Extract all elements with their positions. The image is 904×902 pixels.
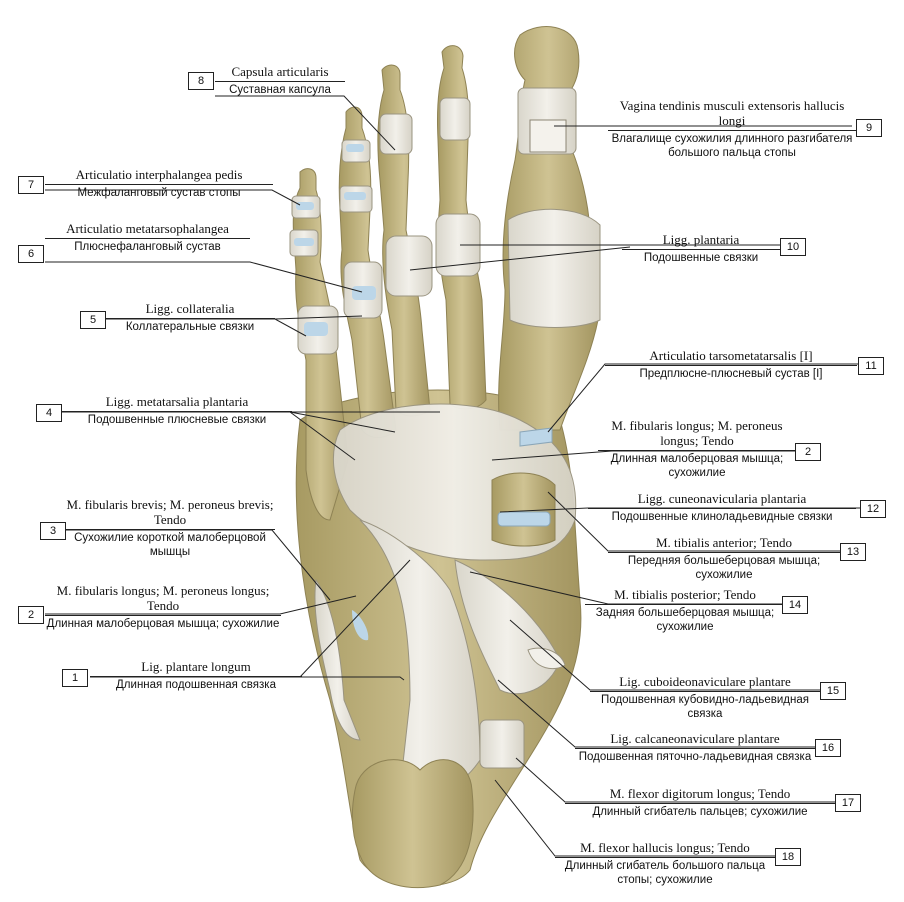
label-calcaneonaviculare: Lig. calcaneonaviculare plantare Подошве… xyxy=(575,731,815,764)
label-metatarsophalangea: Articulatio metatarsophalangea Плюснефал… xyxy=(45,221,250,254)
label-ligg-metatarsalia: Ligg. metatarsalia plantaria Подошвенные… xyxy=(62,394,292,427)
label-cuneonavicularia: Ligg. cuneonavicularia plantaria Подошве… xyxy=(588,491,856,524)
label-latin: Lig. cuboideonaviculare plantare xyxy=(619,674,791,689)
label-latin: Lig. plantare longum xyxy=(141,659,251,674)
label-ligg-collateralia: Ligg. collateralia Коллатеральные связки xyxy=(105,301,275,334)
label-fibularis-brevis: M. fibularis brevis; M. peroneus brevis;… xyxy=(65,497,275,559)
label-number-2: 2 xyxy=(795,443,821,461)
label-russian: Передняя большеберцовая мышца; сухожилие xyxy=(627,555,821,581)
label-number-4: 4 xyxy=(36,404,62,422)
label-russian: Длинный сгибатель пальцев; сухожилие xyxy=(592,806,808,818)
label-russian: Подошвенная пяточно-ладьевидная связка xyxy=(578,751,812,763)
toe-2 xyxy=(435,45,487,410)
label-latin: Ligg. plantaria xyxy=(662,232,740,247)
label-russian: Сухожилие короткой малоберцовой мышцы xyxy=(74,532,266,558)
label-latin: Lig. calcaneonaviculare plantare xyxy=(610,731,780,746)
label-capsula-articularis: Capsula articularis Суставная капсула xyxy=(215,64,345,97)
leader-lines xyxy=(45,95,860,857)
label-latin: M. flexor digitorum longus; Tendo xyxy=(609,786,791,801)
label-russian: Длинный сгибатель большого пальца стопы;… xyxy=(564,860,766,886)
label-russian: Задняя большеберцовая мышца; сухожилие xyxy=(595,607,775,633)
label-latin: Ligg. metatarsalia plantaria xyxy=(105,394,249,409)
label-fibularis-longus-right: M. fibularis longus; M. peroneus longus;… xyxy=(598,418,796,480)
label-number-15: 15 xyxy=(820,682,846,700)
label-russian: Длинная подошвенная связка xyxy=(116,679,276,691)
plantar-ligaments xyxy=(314,403,577,795)
label-latin: M. flexor hallucis longus; Tendo xyxy=(580,840,750,855)
label-russian: Коллатеральные связки xyxy=(125,321,255,333)
label-tibialis-anterior: M. tibialis anterior; Tendo Передняя бол… xyxy=(608,535,840,582)
label-tarsometatarsalis: Articulatio tarsometatarsalis [I] Предпл… xyxy=(605,348,857,381)
label-number-8: 8 xyxy=(188,72,214,90)
label-russian: Длинная малоберцовая мышца; сухожилие xyxy=(46,618,280,630)
label-tibialis-posterior: M. tibialis posterior; Tendo Задняя боль… xyxy=(585,587,785,634)
label-russian: Плюснефаланговый сустав xyxy=(74,241,221,253)
label-number-11: 11 xyxy=(858,357,884,375)
label-fibularis-longus-left: M. fibularis longus; M. peroneus longus;… xyxy=(45,583,281,631)
label-number-16: 16 xyxy=(815,739,841,757)
label-russian: Предплюсне-плюсневый сустав [I] xyxy=(639,368,823,380)
label-russian: Подошвенные плюсневые связки xyxy=(87,414,267,426)
label-russian: Подошвенные клиноладьевидные связки xyxy=(611,511,833,523)
label-number-14: 14 xyxy=(782,596,808,614)
label-russian: Суставная капсула xyxy=(229,84,331,96)
label-cuboideonaviculare: Lig. cuboideonaviculare plantare Подошве… xyxy=(590,674,820,721)
label-russian: Длинная малоберцовая мышца; сухожилие xyxy=(610,453,784,479)
toe-4 xyxy=(338,106,397,438)
label-russian: Подошвенная кубовидно-ладьевидная связка xyxy=(601,694,809,720)
calcaneus xyxy=(351,759,474,888)
label-number-5: 5 xyxy=(80,311,106,329)
label-interphalangea: Articulatio interphalangea pedis Межфала… xyxy=(45,167,273,200)
toe-3 xyxy=(377,64,433,417)
label-vagina-tendinis: Vagina tendinis musculi extensoris hallu… xyxy=(608,98,856,160)
label-flexor-hallucis: M. flexor hallucis longus; Tendo Длинный… xyxy=(555,840,775,887)
label-number-13: 13 xyxy=(840,543,866,561)
label-flexor-digitorum: M. flexor digitorum longus; Tendo Длинны… xyxy=(565,786,835,819)
label-number-6: 6 xyxy=(18,245,44,263)
label-plantare-longum: Lig. plantare longum Длинная подошвенная… xyxy=(90,659,302,692)
label-ligg-plantaria: Ligg. plantaria Подошвенные связки xyxy=(622,232,780,265)
label-number-12: 12 xyxy=(860,500,886,518)
label-latin: Articulatio tarsometatarsalis [I] xyxy=(649,348,813,363)
label-latin: M. fibularis brevis; M. peroneus brevis;… xyxy=(66,497,274,527)
label-russian: Межфаланговый сустав стопы xyxy=(77,187,241,199)
label-number-1: 1 xyxy=(62,669,88,687)
label-number-10: 10 xyxy=(780,238,806,256)
label-latin: M. fibularis longus; M. peroneus longus;… xyxy=(56,583,270,613)
label-number-17: 17 xyxy=(835,794,861,812)
label-latin: Capsula articularis xyxy=(231,64,329,79)
label-latin: Vagina tendinis musculi extensoris hallu… xyxy=(619,98,845,128)
label-latin: Articulatio metatarsophalangea xyxy=(66,221,229,236)
label-latin: M. tibialis anterior; Tendo xyxy=(655,535,793,550)
label-latin: Ligg. cuneonavicularia plantaria xyxy=(637,491,807,506)
label-number-9: 9 xyxy=(856,119,882,137)
label-latin: M. tibialis posterior; Tendo xyxy=(614,587,756,602)
label-russian: Подошвенные связки xyxy=(643,252,759,264)
label-number-7: 7 xyxy=(18,176,44,194)
label-number-2-left: 2 xyxy=(18,606,44,624)
hallux xyxy=(498,26,601,431)
label-number-3: 3 xyxy=(40,522,66,540)
label-latin: Ligg. collateralia xyxy=(145,301,235,316)
label-number-18: 18 xyxy=(775,848,801,866)
label-russian: Влагалище сухожилия длинного разгибателя… xyxy=(611,133,853,159)
label-latin: Articulatio interphalangea pedis xyxy=(75,167,243,182)
label-latin: M. fibularis longus; M. peroneus longus;… xyxy=(611,418,783,448)
